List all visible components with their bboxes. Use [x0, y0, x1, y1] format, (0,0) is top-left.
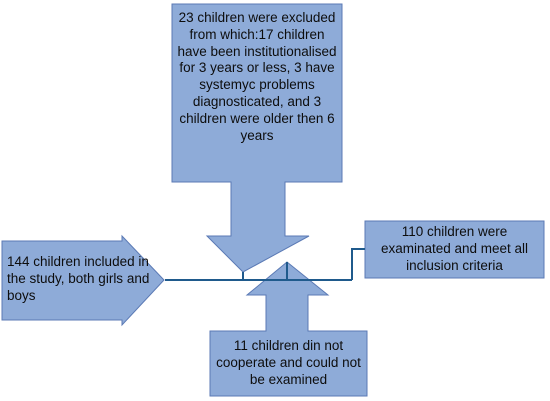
not-cooperate-callout-arrow: [209, 261, 368, 397]
examined-box: [364, 220, 545, 279]
included-text: 144 children included in the study, both…: [7, 254, 150, 303]
connector-to-examined: [351, 248, 365, 280]
excluded-callout-arrow: [171, 3, 343, 273]
examined-text: 110 children were examinated and meet al…: [380, 224, 529, 273]
excluded-text: 23 children were excluded from which:17 …: [177, 10, 337, 143]
included-arrow: [1, 234, 165, 327]
not-cooperate-text: 11 children din not cooperate and could …: [216, 338, 361, 387]
